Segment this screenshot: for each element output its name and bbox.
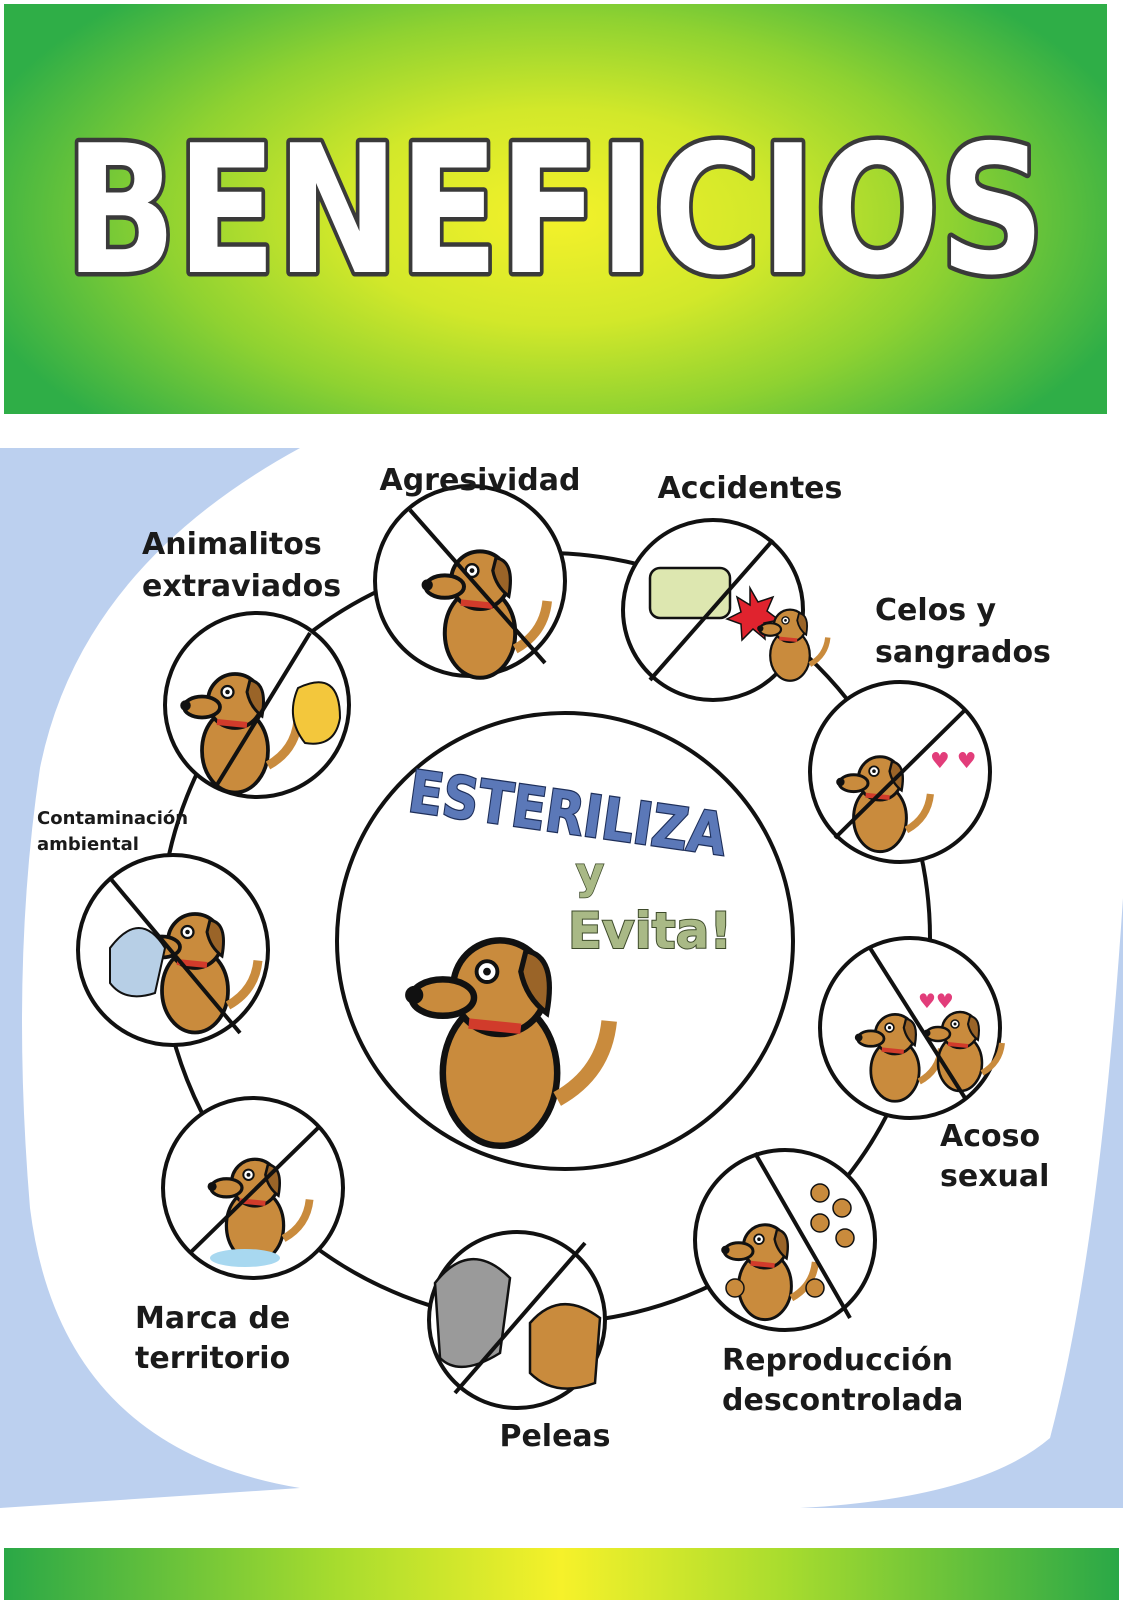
item-peleas (427, 1230, 607, 1410)
item-celos: ♥ ♥ (808, 680, 992, 864)
item-extraviados (163, 611, 351, 799)
car-icon (648, 566, 732, 620)
brown-dog-icon (528, 1303, 602, 1390)
label-accidentes: Accidentes (658, 471, 843, 506)
item-acoso: ♥♥ (818, 936, 1002, 1120)
item-accidentes (621, 518, 828, 702)
hearts-icon: ♥ ♥ (930, 749, 976, 774)
center-badge: ESTERILIZA y Evita! (335, 711, 795, 1171)
evita-word: Evita! (568, 902, 732, 960)
page-title: BENEFICIOS (65, 107, 1045, 314)
hearts-icon-2: ♥♥ (918, 989, 954, 1013)
header-title-art: BENEFICIOS (61, 103, 1050, 319)
y-word: y (576, 848, 605, 899)
label-contaminacion-2: ambiental (37, 834, 139, 855)
item-agresividad (373, 484, 567, 678)
sterilization-poster: ESTERILIZA y Evita! ♥ ♥ ♥♥ (0, 448, 1123, 1508)
bindle-icon (291, 681, 342, 745)
trash-bag-icon (109, 927, 167, 998)
impact-star-icon (725, 585, 781, 642)
background-blob-right (800, 898, 1123, 1508)
label-marca-2: territorio (135, 1341, 290, 1376)
label-reproduccion-2: descontrolada (722, 1383, 963, 1418)
label-celos-2: sangrados (875, 635, 1051, 670)
label-extraviados-1: Animalitos (142, 527, 322, 562)
label-reproduccion-1: Reproducción (722, 1343, 953, 1378)
label-acoso-1: Acoso (940, 1119, 1040, 1154)
label-celos-1: Celos y (875, 593, 997, 628)
label-agresividad: Agresividad (379, 463, 580, 498)
label-acoso-2: sexual (940, 1159, 1049, 1194)
label-marca-1: Marca de (135, 1301, 290, 1336)
label-peleas: Peleas (499, 1419, 610, 1454)
footer-bar (4, 1548, 1119, 1600)
label-extraviados-2: extraviados (142, 569, 341, 604)
header-banner: BENEFICIOS (4, 4, 1107, 414)
item-reproduccion (693, 1148, 877, 1332)
item-contaminacion (76, 853, 270, 1047)
background-blob (0, 448, 300, 1508)
item-marca (161, 1096, 345, 1280)
label-contaminacion-1: Contaminación (37, 808, 188, 829)
puppies-icon (725, 1183, 855, 1298)
puddle-icon (210, 1249, 280, 1267)
gray-dog-icon (433, 1257, 512, 1369)
